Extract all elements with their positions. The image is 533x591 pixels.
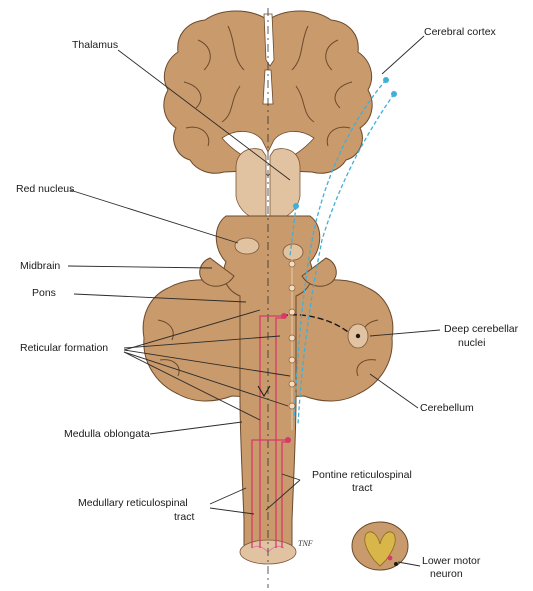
label-deep-cerebellar-nuclei-1: Deep cerebellar: [444, 323, 519, 335]
label-pons: Pons: [32, 287, 56, 299]
spinal-cord-cross-section: [352, 522, 408, 570]
label-cerebellum: Cerebellum: [420, 402, 474, 414]
label-medulla-oblongata: Medulla oblongata: [64, 428, 150, 440]
label-medullary-tract-2: tract: [174, 511, 195, 523]
label-deep-cerebellar-nuclei-2: nuclei: [458, 337, 485, 349]
red-nucleus-shape: [235, 238, 259, 254]
label-red-nucleus: Red nucleus: [16, 183, 74, 195]
label-midbrain: Midbrain: [20, 260, 60, 272]
label-cerebral-cortex: Cerebral cortex: [424, 26, 497, 38]
label-reticular-formation: Reticular formation: [20, 342, 108, 354]
label-pontine-tract-2: tract: [352, 482, 373, 494]
label-pontine-tract-1: Pontine reticulospinal: [312, 469, 412, 481]
red-nucleus-shape-right: [283, 244, 303, 260]
deep-cerebellar-dot: [356, 334, 360, 338]
label-lower-motor-1: Lower motor: [422, 555, 481, 567]
label-medullary-tract-1: Medullary reticulospinal: [78, 497, 188, 509]
label-lower-motor-2: neuron: [430, 568, 463, 580]
artist-signature: TNF: [298, 539, 313, 548]
label-thalamus: Thalamus: [72, 39, 118, 51]
